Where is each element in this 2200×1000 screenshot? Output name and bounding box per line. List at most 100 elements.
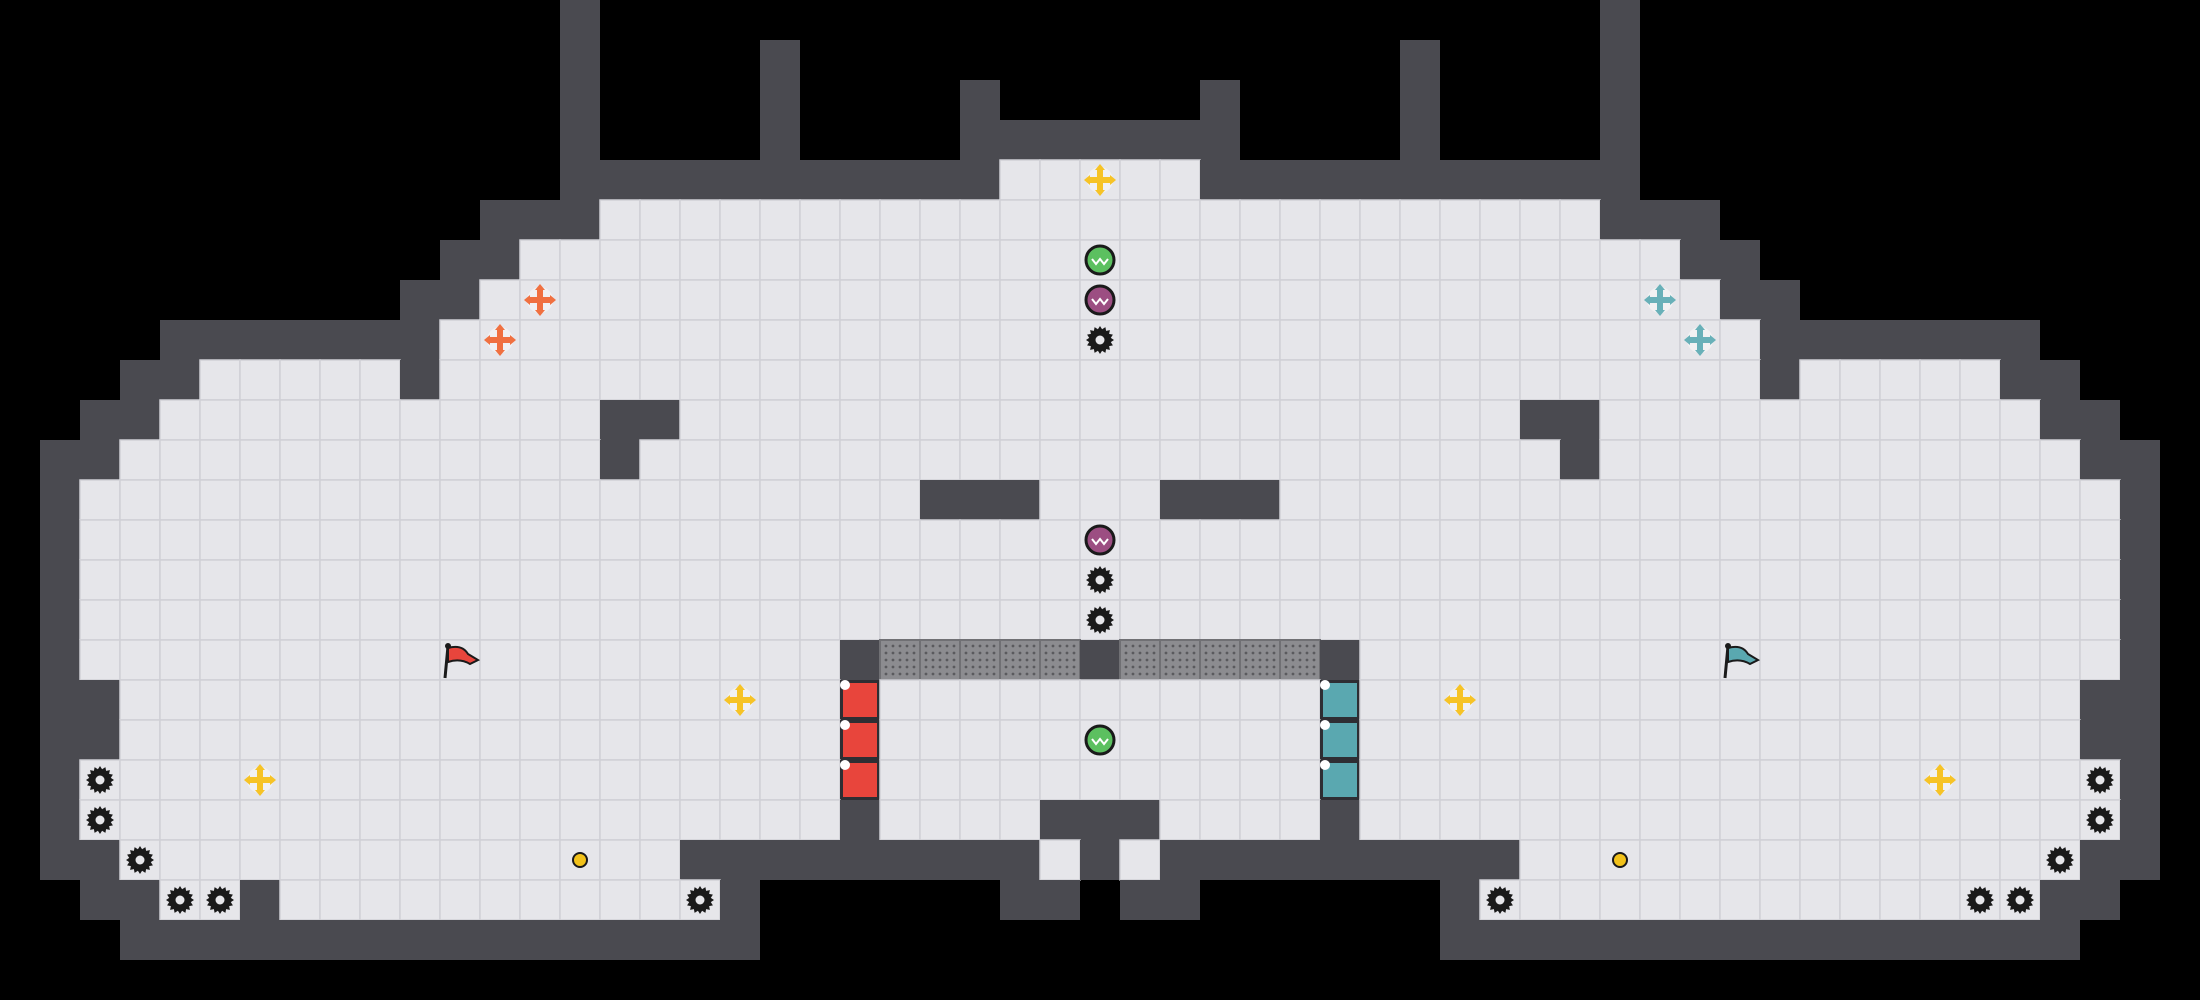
- floor-tile: [799, 359, 841, 401]
- wall-tile: [1680, 920, 1720, 960]
- wall-tile: [80, 440, 120, 480]
- floor-tile: [1239, 319, 1281, 361]
- wall-tile: [2120, 600, 2160, 640]
- floor-tile: [159, 719, 201, 761]
- floor-tile: [1119, 239, 1161, 281]
- floor-tile: [1719, 839, 1761, 881]
- floor-tile: [559, 759, 601, 801]
- floor-tile: [1119, 359, 1161, 401]
- floor-tile: [559, 679, 601, 721]
- wall-tile: [1600, 40, 1640, 80]
- floor-tile: [1839, 719, 1881, 761]
- wall-tile: [1800, 920, 1840, 960]
- wall-tile: [1400, 840, 1440, 880]
- floor-tile: [1839, 639, 1881, 681]
- floor-tile: [1159, 239, 1201, 281]
- floor-tile: [1039, 559, 1081, 601]
- floor-tile: [1679, 639, 1721, 681]
- wall-tile: [2120, 640, 2160, 680]
- floor-tile: [1199, 679, 1241, 721]
- floor-tile: [1839, 759, 1881, 801]
- floor-tile: [1999, 759, 2041, 801]
- wall-tile: [1440, 920, 1480, 960]
- floor-tile: [999, 199, 1041, 241]
- floor-tile: [1039, 519, 1081, 561]
- floor-tile: [359, 639, 401, 681]
- blue-boost-icon: [1684, 324, 1716, 356]
- floor-tile: [119, 559, 161, 601]
- floor-tile: [319, 479, 361, 521]
- floor-tile: [199, 799, 241, 841]
- floor-tile: [1239, 559, 1281, 601]
- floor-tile: [1879, 719, 1921, 761]
- wall-tile: [120, 400, 160, 440]
- floor-tile: [1119, 599, 1161, 641]
- floor-tile: [199, 479, 241, 521]
- floor-tile: [1199, 239, 1241, 281]
- floor-tile: [1159, 439, 1201, 481]
- floor-tile: [1679, 799, 1721, 841]
- wall-tile: [1400, 120, 1440, 160]
- floor-tile: [1599, 879, 1641, 921]
- floor-tile: [159, 439, 201, 481]
- wall-tile: [1760, 920, 1800, 960]
- wall-tile: [1040, 880, 1080, 920]
- floor-tile: [1279, 759, 1321, 801]
- floor-tile: [879, 399, 921, 441]
- floor-tile: [719, 479, 761, 521]
- floor-tile: [959, 359, 1001, 401]
- gate-tile: [959, 639, 1001, 681]
- floor-tile: [79, 559, 121, 601]
- floor-tile: [1159, 679, 1201, 721]
- floor-tile: [1719, 759, 1761, 801]
- floor-tile: [479, 639, 521, 681]
- wall-tile: [1440, 840, 1480, 880]
- wall-tile: [1000, 120, 1040, 160]
- floor-tile: [1999, 479, 2041, 521]
- floor-tile: [559, 519, 601, 561]
- floor-tile: [1279, 599, 1321, 641]
- gate-tile: [1239, 639, 1281, 681]
- floor-tile: [279, 599, 321, 641]
- floor-tile: [1119, 319, 1161, 361]
- floor-tile: [1639, 759, 1681, 801]
- floor-tile: [1879, 799, 1921, 841]
- floor-tile: [559, 479, 601, 521]
- bomb-icon: [1612, 852, 1628, 868]
- floor-tile: [159, 399, 201, 441]
- floor-tile: [1559, 879, 1601, 921]
- wall-tile: [1600, 160, 1640, 200]
- floor-tile: [639, 679, 681, 721]
- wall-tile: [560, 200, 600, 240]
- floor-tile: [1479, 679, 1521, 721]
- floor-tile: [439, 759, 481, 801]
- floor-tile: [1319, 519, 1361, 561]
- floor-tile: [879, 479, 921, 521]
- floor-tile: [1799, 799, 1841, 841]
- floor-tile: [1199, 439, 1241, 481]
- floor-tile: [959, 319, 1001, 361]
- floor-tile: [719, 639, 761, 681]
- floor-tile: [1039, 679, 1081, 721]
- floor-tile: [1119, 439, 1161, 481]
- floor-tile: [599, 799, 641, 841]
- floor-tile: [639, 479, 681, 521]
- floor-tile: [439, 559, 481, 601]
- floor-tile: [759, 359, 801, 401]
- floor-tile: [1879, 679, 1921, 721]
- floor-tile: [439, 839, 481, 881]
- floor-tile: [119, 599, 161, 641]
- floor-tile: [1999, 839, 2041, 881]
- floor-tile: [1199, 599, 1241, 641]
- floor-tile: [1479, 239, 1521, 281]
- floor-tile: [839, 199, 881, 241]
- wall-tile: [560, 920, 600, 960]
- floor-tile: [839, 479, 881, 521]
- floor-tile: [1599, 239, 1641, 281]
- wall-tile: [560, 120, 600, 160]
- floor-tile: [1879, 599, 1921, 641]
- tile-layer: [40, 0, 2160, 960]
- wall-tile: [440, 280, 480, 320]
- floor-tile: [1959, 599, 2001, 641]
- floor-tile: [1679, 719, 1721, 761]
